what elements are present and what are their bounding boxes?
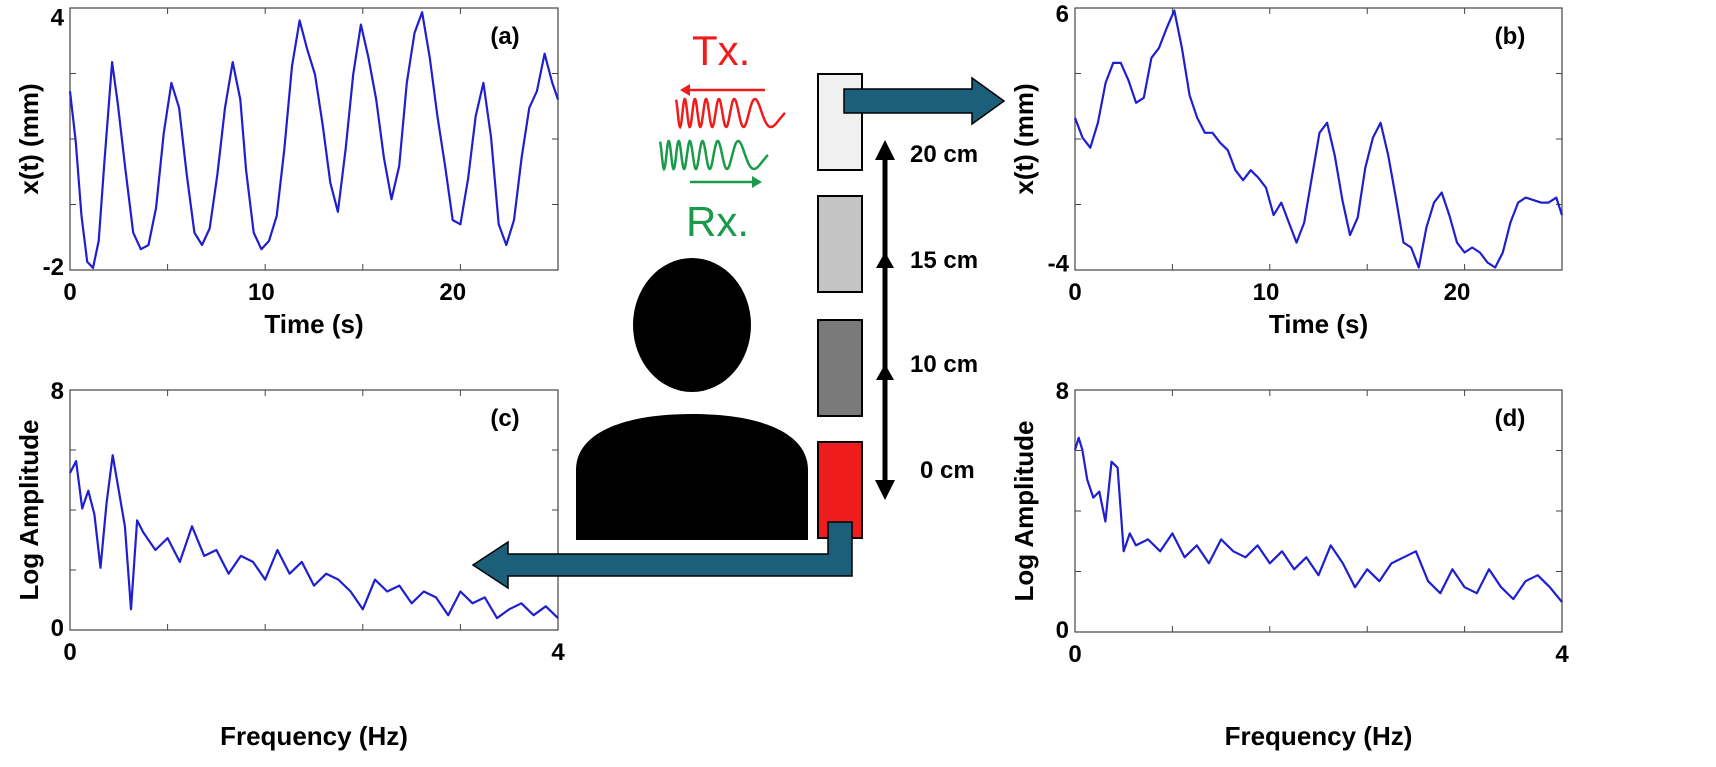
- x-tick-label: 0: [1068, 279, 1081, 306]
- x-tick-label: 0: [63, 639, 76, 666]
- distance-axis-arrow: [875, 140, 895, 500]
- x-tick-label: 10: [248, 279, 275, 306]
- y-tick-label: 0: [51, 615, 64, 642]
- rx-arrow: [690, 176, 762, 188]
- rx-label: Rx.: [686, 198, 749, 245]
- x-tick-label: 20: [439, 279, 466, 306]
- plot-frame: [1074, 389, 1563, 633]
- data-series-line: [1073, 436, 1563, 603]
- person-icon: [576, 258, 808, 540]
- x-tick-label: 0: [63, 279, 76, 306]
- y-tick-label: 4: [51, 4, 65, 31]
- arrow-to-panel-b: [843, 76, 1006, 126]
- plot-frame: [69, 389, 559, 631]
- data-series-line: [68, 11, 560, 269]
- reflector-box-15cm: [817, 195, 863, 293]
- x-axis-label: Frequency (Hz): [220, 721, 408, 751]
- x-tick-label: 10: [1253, 279, 1280, 306]
- x-tick-label: 20: [1444, 279, 1471, 306]
- rx-wave: [658, 139, 769, 172]
- plot-frame: [69, 7, 559, 271]
- x-tick-label: 4: [551, 639, 565, 666]
- x-axis-label: Time (s): [264, 309, 363, 339]
- distance-label-10cm: 10 cm: [910, 351, 978, 378]
- tx-arrow: [680, 84, 765, 96]
- arrow-to-panel-c: [471, 521, 853, 590]
- x-tick-label: 0: [1068, 641, 1081, 668]
- radar-diagram: 20 cm 15 cm 10 cm 0 cm Tx. Rx.: [471, 27, 1006, 590]
- y-tick-label: -2: [43, 254, 64, 281]
- y-axis-label: x(t) (mm): [14, 83, 44, 194]
- data-series-line: [69, 454, 559, 620]
- chart-panel-c: 0 4 0 8 (c) Frequency (Hz) Log Amplitude: [14, 378, 565, 751]
- y-tick-label: 8: [51, 378, 64, 405]
- y-tick-label: 6: [1056, 1, 1069, 28]
- data-series-line: [1073, 9, 1564, 269]
- x-axis-label: Frequency (Hz): [1225, 721, 1413, 751]
- reflector-box-10cm: [817, 319, 863, 417]
- y-axis-label: Log Amplitude: [14, 419, 44, 600]
- y-axis-label: Log Amplitude: [1009, 420, 1039, 601]
- y-axis-label: x(t) (mm): [1009, 83, 1039, 194]
- chart-panel-b: 0 10 20 -4 6 (b) Time (s) x(t) (mm): [1009, 1, 1564, 339]
- y-tick-label: -4: [1048, 251, 1070, 278]
- y-tick-label: 8: [1056, 378, 1069, 405]
- panel-label: (b): [1495, 23, 1526, 50]
- distance-label-0cm: 0 cm: [920, 457, 975, 484]
- x-tick-label: 4: [1555, 641, 1569, 668]
- panel-label: (a): [490, 23, 519, 50]
- charts-layer: 0 10 20 -2 4 (a) Time (s) x(t) (mm) 0 10 20 -4 6 (b) T…: [14, 1, 1569, 751]
- y-tick-label: 0: [1056, 617, 1069, 644]
- x-axis-label: Time (s): [1269, 309, 1368, 339]
- panel-label: (d): [1495, 405, 1526, 432]
- distance-label-20cm: 20 cm: [910, 141, 978, 168]
- tx-wave: [674, 97, 786, 130]
- tx-label: Tx.: [692, 27, 750, 74]
- panel-label: (c): [490, 405, 519, 432]
- distance-label-15cm: 15 cm: [910, 247, 978, 274]
- chart-panel-a: 0 10 20 -2 4 (a) Time (s) x(t) (mm): [14, 4, 560, 339]
- chart-panel-d: 0 4 0 8 (d) Frequency (Hz) Log Amplitude: [1009, 378, 1569, 751]
